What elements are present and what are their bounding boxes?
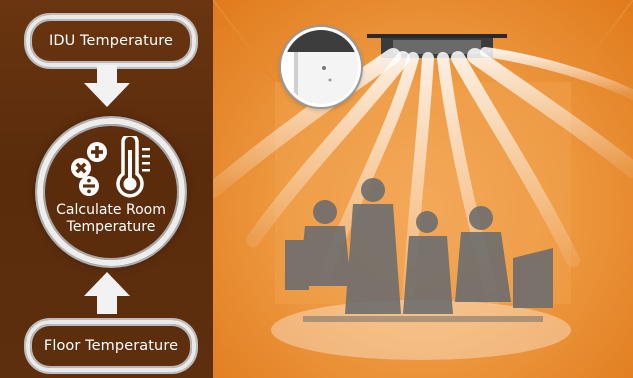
room-scene-art [213,0,633,378]
floor-temperature-label: Floor Temperature [44,338,178,354]
left-panel: IDU Temperature [0,0,213,378]
room-scene [213,0,633,378]
idu-temperature-pill: IDU Temperature [26,15,196,67]
floor-temperature-pill: Floor Temperature [26,320,196,372]
thermometer-icon [113,136,153,202]
sensor-detail [284,30,358,104]
calculate-room-temperature-label: Calculate Room Temperature [43,202,179,236]
zoom-inset-sensor [281,27,361,107]
math-operators-icon [69,138,109,198]
arrow-down-icon [84,65,130,107]
idu-temperature-label: IDU Temperature [49,33,173,49]
arrow-up-icon [84,272,130,314]
calculate-room-temperature-circle: Calculate Room Temperature [37,118,185,266]
